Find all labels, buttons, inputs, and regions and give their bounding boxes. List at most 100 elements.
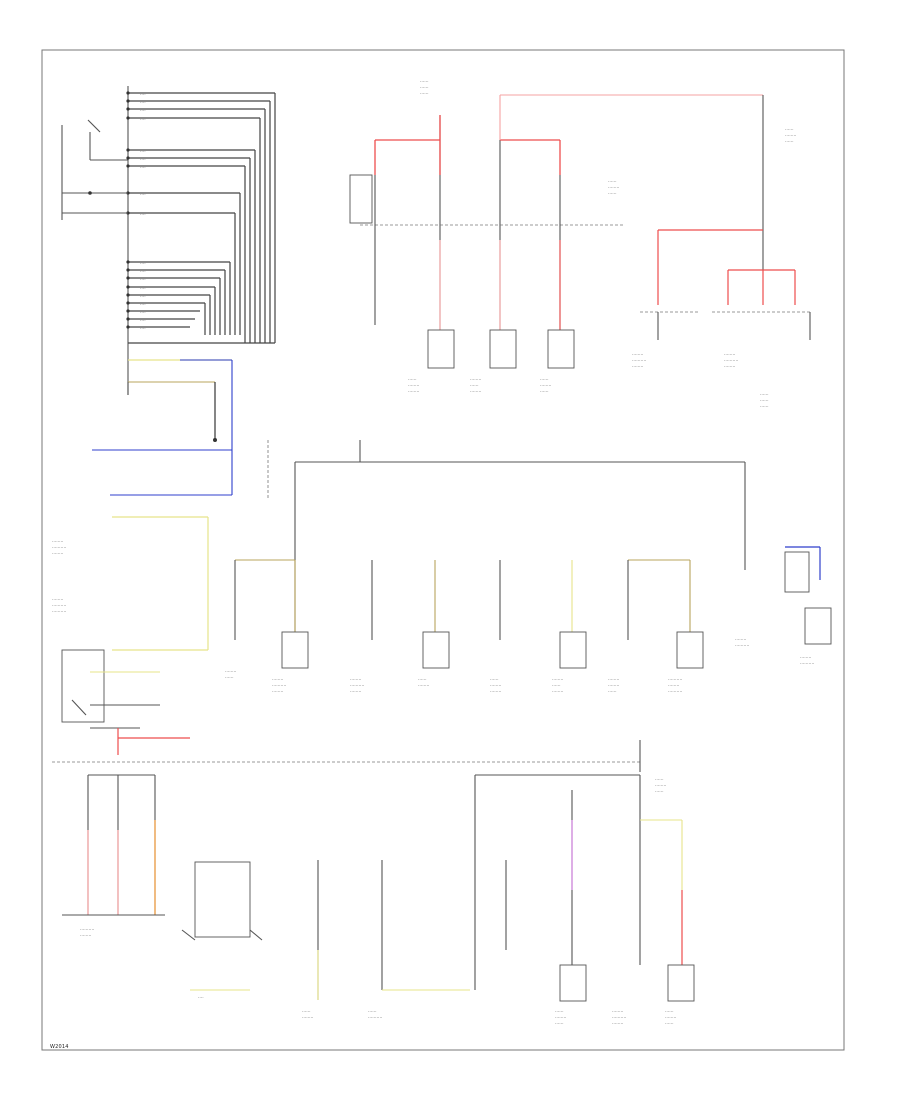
- svg-text:..........: ..........: [52, 609, 66, 614]
- svg-text:......: ......: [540, 389, 549, 394]
- svg-text:..........: ..........: [272, 683, 286, 688]
- svg-text:....: ....: [140, 318, 146, 323]
- svg-text:........: ........: [735, 637, 746, 642]
- svg-text:........: ........: [272, 677, 283, 682]
- svg-text:......: ......: [368, 1009, 377, 1014]
- svg-text:....: ....: [140, 294, 146, 299]
- svg-text:........: ........: [552, 677, 563, 682]
- diagram-frame: [41, 49, 845, 1051]
- svg-text:......: ......: [490, 677, 499, 682]
- svg-text:..........: ..........: [668, 689, 682, 694]
- middle-bus-section: .............. .........................…: [225, 440, 832, 694]
- svg-text:......: ......: [655, 789, 664, 794]
- svg-text:........: ........: [632, 364, 643, 369]
- svg-text:......: ......: [420, 79, 429, 84]
- svg-text:....: ....: [140, 100, 146, 105]
- svg-text:........: ........: [302, 1015, 313, 1020]
- svg-text:......: ......: [665, 1021, 674, 1026]
- top-left-harness: ................ ............ ........ .…: [61, 86, 276, 496]
- svg-text:..........: ..........: [368, 1015, 382, 1020]
- svg-text:........: ........: [724, 364, 735, 369]
- svg-text:....: ....: [140, 192, 146, 197]
- svg-text:....: ....: [198, 995, 204, 1000]
- svg-text:....: ....: [140, 277, 146, 282]
- svg-text:........: ........: [408, 383, 419, 388]
- svg-text:..........: ..........: [668, 677, 682, 682]
- svg-text:......: ......: [608, 191, 617, 196]
- svg-text:........: ........: [608, 677, 619, 682]
- svg-text:......: ......: [760, 392, 769, 397]
- svg-text:........: ........: [655, 783, 666, 788]
- svg-text:..........: ..........: [52, 545, 66, 550]
- svg-text:......: ......: [420, 85, 429, 90]
- svg-text:..........: ..........: [612, 1015, 626, 1020]
- svg-text:......: ......: [225, 675, 234, 680]
- svg-text:......: ......: [552, 683, 561, 688]
- svg-text:......: ......: [785, 127, 794, 132]
- svg-text:..........: ..........: [632, 358, 646, 363]
- lower-fuse-section: .................. .... .............. .…: [62, 774, 695, 1026]
- svg-text:........: ........: [555, 1015, 566, 1020]
- svg-text:......: ......: [555, 1009, 564, 1014]
- svg-text:........: ........: [540, 383, 551, 388]
- svg-text:......: ......: [608, 179, 617, 184]
- svg-text:........: ........: [552, 689, 563, 694]
- svg-text:....: ....: [140, 117, 146, 122]
- svg-text:........: ........: [490, 683, 501, 688]
- svg-text:....: ....: [140, 261, 146, 266]
- svg-text:......: ......: [420, 91, 429, 96]
- svg-text:........: ........: [470, 377, 481, 382]
- svg-text:....: ....: [140, 269, 146, 274]
- svg-text:......: ......: [665, 1009, 674, 1014]
- svg-text:....: ....: [140, 310, 146, 315]
- svg-text:........: ........: [608, 683, 619, 688]
- svg-text:....: ....: [140, 326, 146, 331]
- svg-text:........: ........: [608, 185, 619, 190]
- svg-text:........: ........: [418, 683, 429, 688]
- svg-text:..........: ..........: [800, 661, 814, 666]
- svg-text:..........: ..........: [350, 683, 364, 688]
- svg-text:........: ........: [665, 1015, 676, 1020]
- svg-text:........: ........: [724, 352, 735, 357]
- svg-text:......: ......: [302, 1009, 311, 1014]
- svg-text:........: ........: [350, 689, 361, 694]
- svg-text:......: ......: [470, 383, 479, 388]
- svg-text:......: ......: [655, 777, 664, 782]
- svg-text:....: ....: [140, 157, 146, 162]
- svg-text:........: ........: [80, 933, 91, 938]
- svg-text:....: ....: [140, 165, 146, 170]
- svg-text:........: ........: [470, 389, 481, 394]
- svg-text:......: ......: [760, 398, 769, 403]
- svg-text:........: ........: [490, 689, 501, 694]
- svg-text:..........: ..........: [52, 603, 66, 608]
- svg-text:......: ......: [785, 139, 794, 144]
- svg-text:........: ........: [632, 352, 643, 357]
- svg-text:......: ......: [555, 1021, 564, 1026]
- svg-text:......: ......: [608, 689, 617, 694]
- svg-text:....: ....: [140, 108, 146, 113]
- svg-text:........: ........: [52, 597, 63, 602]
- svg-text:........: ........: [800, 655, 811, 660]
- svg-text:........: ........: [350, 677, 361, 682]
- svg-text:..........: ..........: [735, 643, 749, 648]
- svg-text:..........: ..........: [80, 927, 94, 932]
- svg-text:......: ......: [760, 404, 769, 409]
- svg-text:........: ........: [272, 689, 283, 694]
- svg-text:........: ........: [52, 551, 63, 556]
- middle-left-module: .......................... .............…: [52, 516, 209, 755]
- svg-text:........: ........: [408, 389, 419, 394]
- svg-text:....: ....: [140, 286, 146, 291]
- svg-text:....: ....: [140, 302, 146, 307]
- svg-text:........: ........: [225, 669, 236, 674]
- svg-text:......: ......: [408, 377, 417, 382]
- svg-text:........: ........: [785, 133, 796, 138]
- svg-text:......: ......: [540, 377, 549, 382]
- svg-text:..........: ..........: [724, 358, 738, 363]
- svg-text:........: ........: [668, 683, 679, 688]
- top-right-relay-section: .......................... .............…: [632, 229, 811, 409]
- corner-label: W2014: [50, 1044, 69, 1050]
- svg-text:........: ........: [52, 539, 63, 544]
- svg-text:........: ........: [612, 1009, 623, 1014]
- svg-text:......: ......: [418, 677, 427, 682]
